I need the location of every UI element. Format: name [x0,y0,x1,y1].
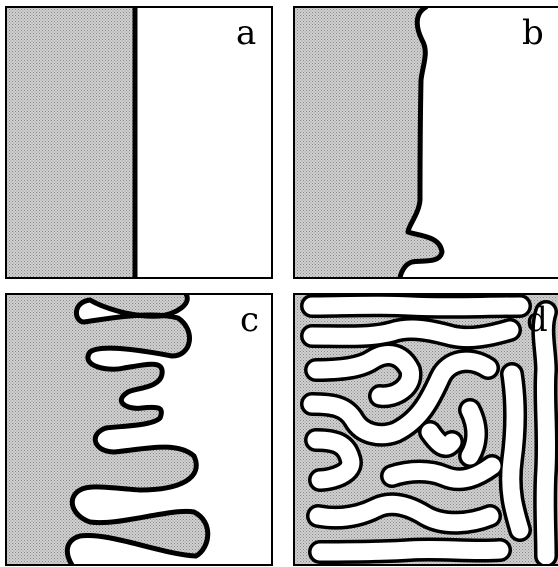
panel-c-frame [5,293,273,566]
panel-a-label: a [236,13,256,53]
panel-d-channels [300,294,558,565]
panel-d: d [293,293,558,566]
panel-d-label: d [526,300,548,340]
panel-c-label: c [240,300,259,340]
panel-c-shaded-region [6,294,208,565]
panel-d-frame [293,293,558,566]
panel-b-interface [397,7,445,278]
panel-b-shaded-region [294,7,442,278]
panel-c-interface [64,294,211,565]
panel-a-frame [5,6,273,279]
panel-c: c [5,293,273,566]
panel-a-shaded-region [6,7,135,278]
panel-b-frame [293,6,558,279]
panel-a: a [5,6,273,279]
panel-b: b [293,6,558,279]
panel-b-label: b [522,13,544,53]
